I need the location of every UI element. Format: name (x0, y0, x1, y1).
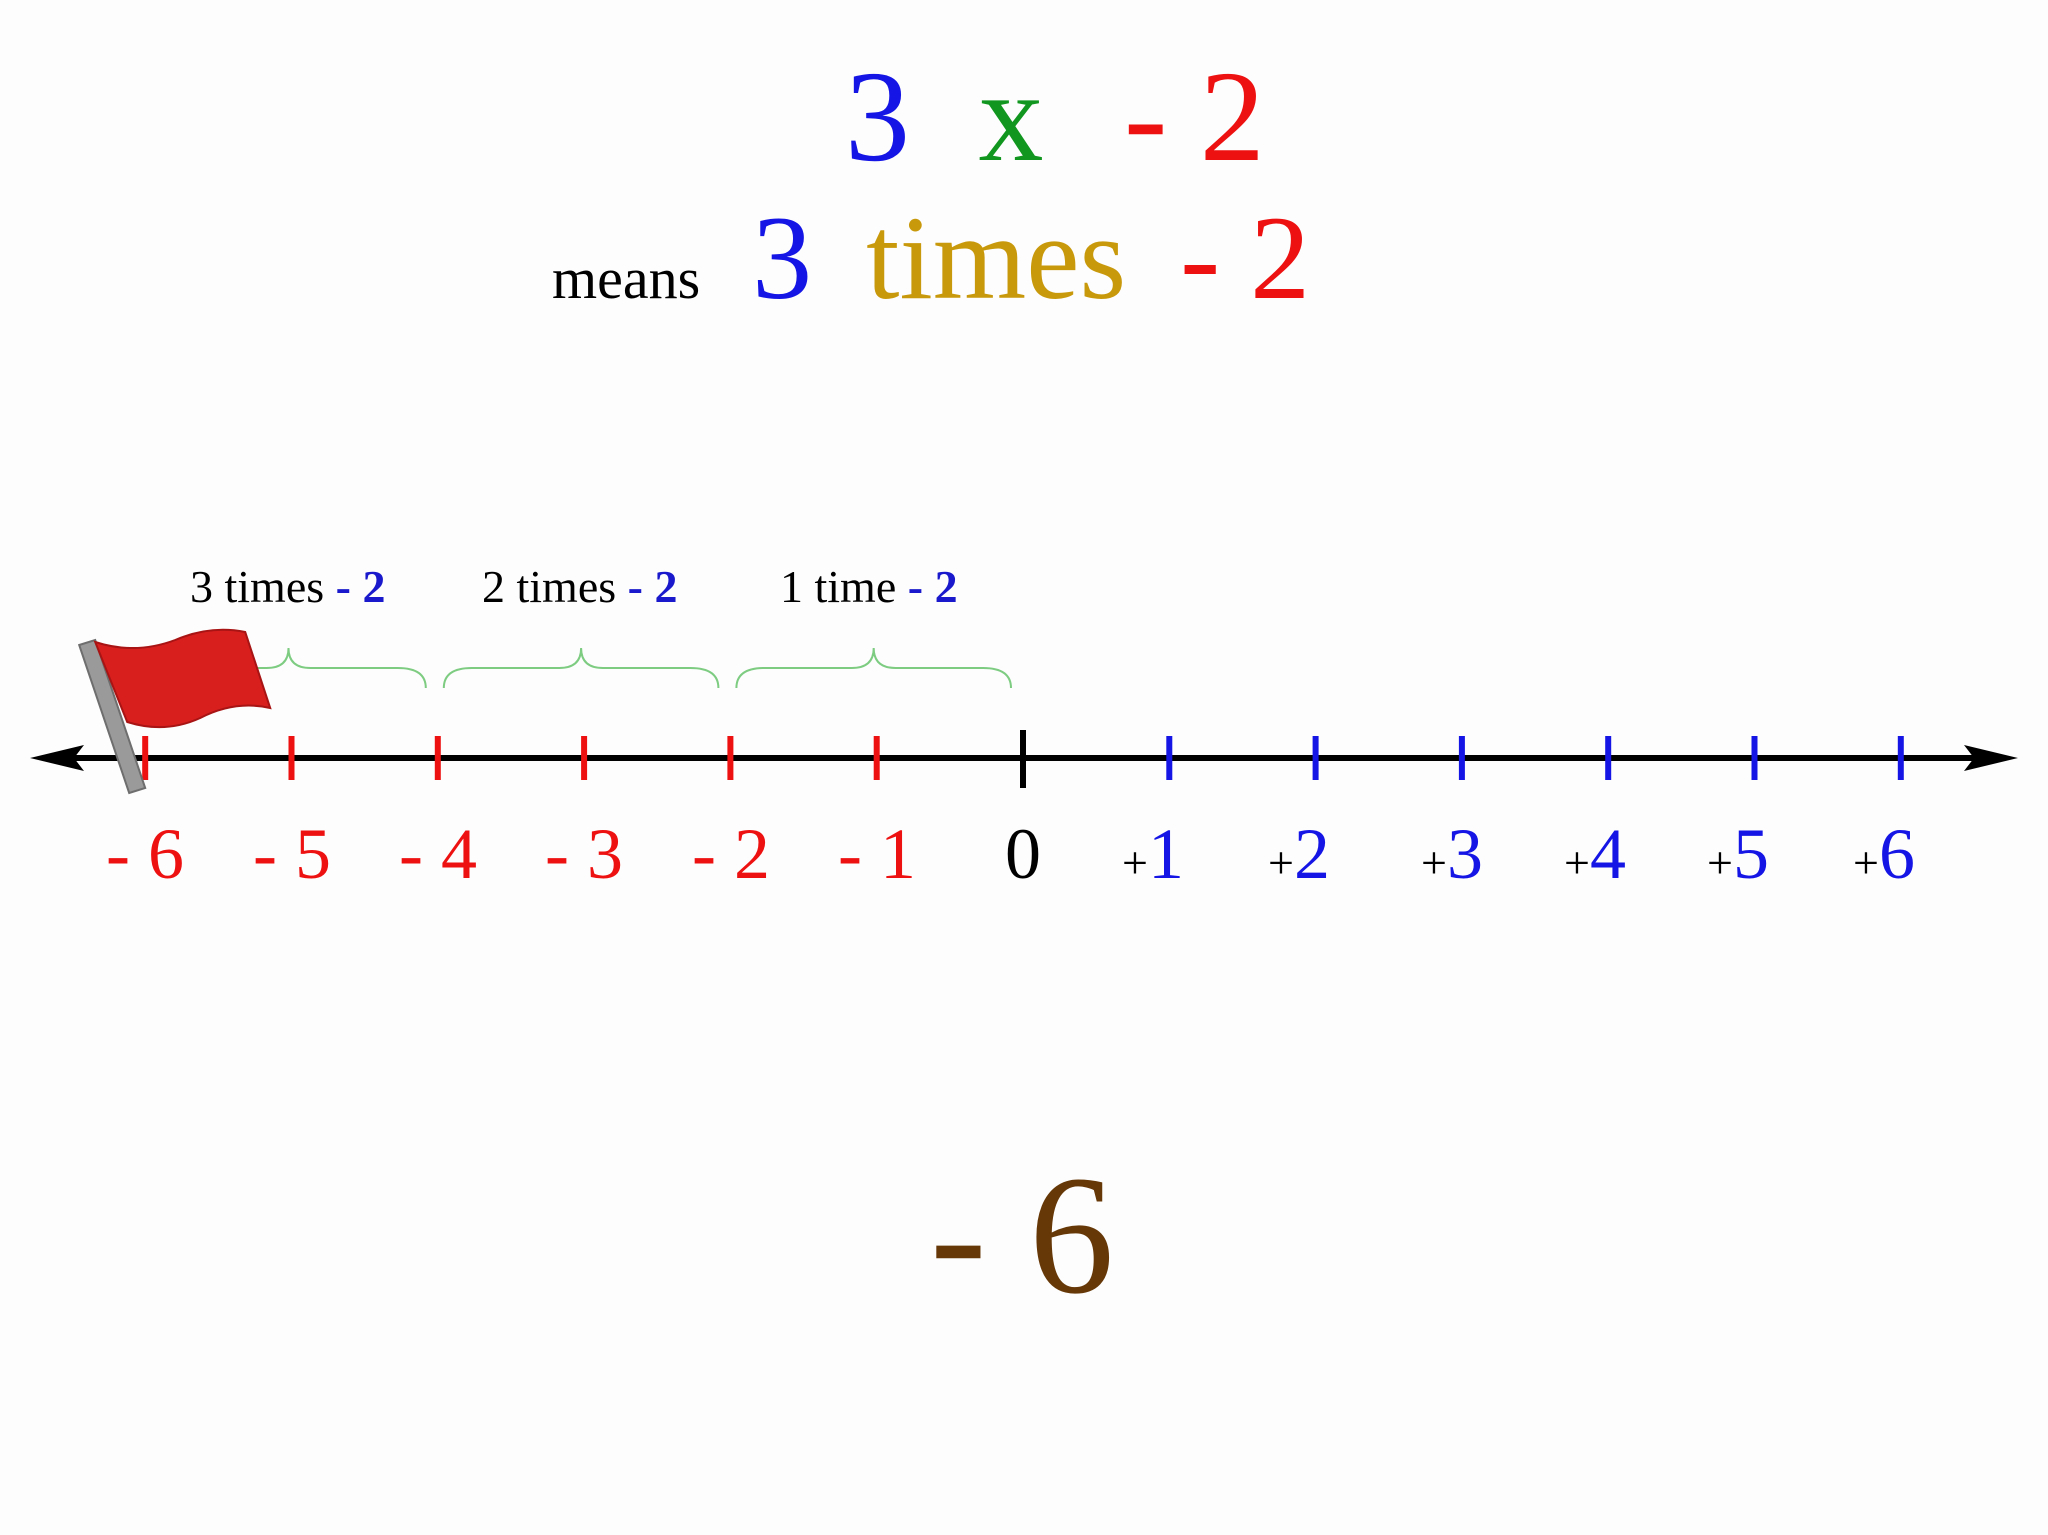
step-count: 2 times (482, 561, 617, 612)
equation: 3 x - 2 (845, 52, 1265, 182)
step-label-3: 3 times - 2 (190, 560, 386, 613)
tick-label-neg1: - 1 (838, 814, 916, 894)
tick-label-neg5: - 5 (253, 814, 331, 894)
curly-brace (442, 647, 720, 689)
equation-multiplier: 3 (845, 45, 910, 189)
tick-digit: 5 (1732, 814, 1769, 894)
meaning-line: means 3 times - 2 (552, 198, 1310, 318)
tick-label-neg2: - 2 (692, 814, 770, 894)
curly-brace (735, 647, 1012, 689)
tick-label-pos3: +3 (1421, 818, 1483, 890)
tick-label-neg3: - 3 (545, 814, 623, 894)
plus-sign: + (1268, 837, 1294, 888)
meaning-operand: - 2 (1180, 191, 1311, 324)
left-arrow-icon (30, 745, 84, 771)
result: - 6 (930, 1141, 1115, 1329)
tick-label-pos1: +1 (1122, 818, 1184, 890)
flag-cloth (93, 628, 272, 729)
tick-digit: 1 (1147, 814, 1184, 894)
equation-operand: - 2 (1124, 45, 1265, 189)
tick-digit: 6 (1878, 814, 1915, 894)
tick-digit: 3 (1446, 814, 1483, 894)
tick-label-neg6: - 6 (106, 814, 184, 894)
step-label-2: 2 times - 2 (482, 560, 678, 613)
tick-label-pos2: +2 (1268, 818, 1330, 890)
step-count: 1 time (780, 561, 897, 612)
means-word: means (552, 246, 701, 311)
step-amount: - 2 (907, 561, 958, 612)
plus-sign: + (1564, 837, 1590, 888)
step-label-1: 1 time - 2 (780, 560, 958, 613)
number-line-ticks (142, 730, 1904, 788)
step-count: 3 times (190, 561, 325, 612)
tick-label-pos5: +5 (1707, 818, 1769, 890)
plus-sign: + (1853, 837, 1879, 888)
step-braces (150, 647, 1012, 689)
flag-icon (77, 628, 272, 795)
equation-operator: x (978, 45, 1044, 189)
step-amount: - 2 (627, 561, 678, 612)
tick-digit: 2 (1293, 814, 1330, 894)
step-amount: - 2 (335, 561, 386, 612)
tick-digit: 4 (1589, 814, 1626, 894)
plus-sign: + (1707, 837, 1733, 888)
plus-sign: + (1122, 837, 1148, 888)
times-word: times (866, 191, 1127, 324)
tick-label-pos6: +6 (1853, 818, 1915, 890)
flag-pole (77, 638, 147, 795)
tick-label-pos4: +4 (1564, 818, 1626, 890)
meaning-multiplier: 3 (752, 191, 813, 324)
right-arrow-icon (1964, 745, 2018, 771)
tick-label-zero: 0 (1005, 814, 1041, 894)
plus-sign: + (1421, 837, 1447, 888)
tick-label-neg4: - 4 (399, 814, 477, 894)
